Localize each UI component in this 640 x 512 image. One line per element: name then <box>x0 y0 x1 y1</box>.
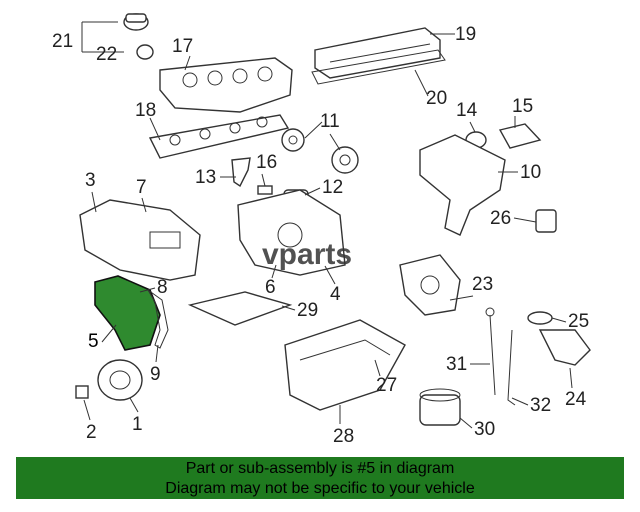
part-1-crankshaft-pulley <box>97 359 143 401</box>
callout-12: 12 <box>322 177 343 198</box>
part-20-valve-cover-gasket <box>311 49 446 85</box>
part-17-intake-manifold <box>159 57 293 113</box>
part-32-dipstick-tube <box>507 329 516 406</box>
part-31-dipstick <box>485 307 496 396</box>
callout-24: 24 <box>565 389 587 410</box>
callout-23: 23 <box>472 274 493 295</box>
part-30-oil-filter <box>419 388 461 426</box>
part-11-camshaft-pulley <box>281 128 359 174</box>
footer-line-part: Part or sub-assembly is #5 in diagram <box>185 460 455 477</box>
callout-9: 9 <box>150 364 161 385</box>
leader-lines <box>83 33 573 429</box>
callout-3: 3 <box>85 170 96 191</box>
part-15-bracket <box>498 123 542 149</box>
part-25-gasket <box>527 311 553 325</box>
callout-30: 30 <box>474 419 495 440</box>
part-24-oil-strainer <box>538 329 591 366</box>
callout-25: 25 <box>568 311 589 332</box>
callout-20: 20 <box>426 88 447 109</box>
callout-6: 6 <box>265 277 276 298</box>
callout-16: 16 <box>256 152 277 173</box>
callout-17: 17 <box>172 36 193 57</box>
callout-8: 8 <box>157 277 168 298</box>
part-10-timing-belt <box>419 134 506 236</box>
parts-diagram: vparts 21 22 17 18 19 20 11 14 15 10 16 … <box>52 13 591 447</box>
footer-line-disclaimer: Diagram may not be specific to your vehi… <box>165 480 475 497</box>
callout-28: 28 <box>333 426 354 447</box>
callout-18: 18 <box>135 100 156 121</box>
callout-21: 21 <box>52 31 73 52</box>
part-2-pulley-bolt <box>75 385 89 399</box>
callout-10: 10 <box>520 162 541 183</box>
watermark: vparts <box>262 238 352 271</box>
callout-22: 22 <box>96 44 117 65</box>
part-29-baffle <box>187 291 293 326</box>
callout-4: 4 <box>330 284 341 305</box>
part-19-valve-cover <box>314 27 441 79</box>
callout-7: 7 <box>136 177 147 198</box>
callout-26: 26 <box>490 208 511 229</box>
part-22-cap-gasket <box>136 44 154 60</box>
callout-1: 1 <box>132 414 143 435</box>
callout-32: 32 <box>530 395 551 416</box>
callout-27: 27 <box>376 375 397 396</box>
callout-13: 13 <box>195 167 216 188</box>
callout-14: 14 <box>456 100 478 121</box>
part-28-oil-pan <box>284 319 406 411</box>
callout-31: 31 <box>446 354 467 375</box>
part-13-sensor <box>231 157 251 188</box>
part-18-manifold-gasket <box>148 114 290 159</box>
callout-19: 19 <box>455 24 476 45</box>
callout-5: 5 <box>88 331 99 352</box>
callout-15: 15 <box>512 96 533 117</box>
part-16-bolt <box>257 185 273 195</box>
callout-11: 11 <box>320 111 340 132</box>
callout-29: 29 <box>297 300 318 321</box>
part-5-timing-cover-lower <box>94 275 161 351</box>
footer-notice: Part or sub-assembly is #5 in diagram Di… <box>16 457 624 499</box>
part-3-timing-cover-upper <box>79 199 201 281</box>
part-26-sensor <box>535 209 557 233</box>
callout-2: 2 <box>86 422 97 443</box>
part-21-oil-cap <box>123 13 149 31</box>
part-23-oil-pump <box>399 254 461 316</box>
